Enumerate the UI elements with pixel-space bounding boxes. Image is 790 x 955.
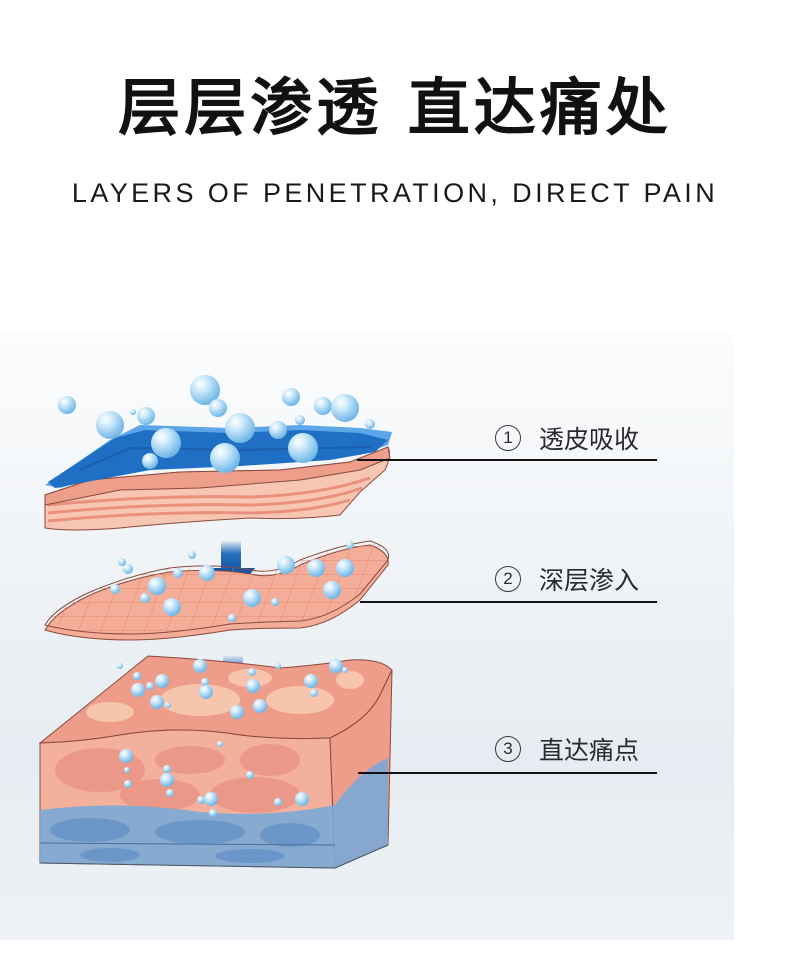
leader-line-2	[360, 601, 657, 603]
layer1-bubbles	[58, 375, 375, 473]
layer3-illustration	[38, 655, 393, 869]
layer-label-2-text: 深层渗入	[539, 566, 640, 595]
layer-label-2: 2 深层渗入	[495, 562, 639, 596]
leader-line-1	[357, 459, 657, 461]
layer1-illustration	[44, 425, 392, 531]
layer2-bubbles	[110, 541, 354, 622]
circled-number-3: 3	[495, 736, 521, 762]
layer-label-1-text: 透皮吸收	[539, 425, 640, 454]
layer2-illustration	[44, 540, 390, 641]
layer3-bubbles	[117, 659, 348, 817]
circled-number-1: 1	[495, 425, 521, 451]
circled-number-2: 2	[495, 566, 521, 592]
layer-label-3: 3 直达痛点	[495, 732, 639, 766]
penetration-diagram	[38, 375, 393, 869]
page-title: 层层渗透 直达痛处	[118, 71, 672, 144]
layer-label-1: 1 透皮吸收	[495, 421, 639, 455]
leader-line-3	[358, 772, 657, 774]
layer-label-3-text: 直达痛点	[539, 736, 640, 765]
page-subtitle: LAYERS OF PENETRATION, DIRECT PAIN	[71, 178, 719, 208]
